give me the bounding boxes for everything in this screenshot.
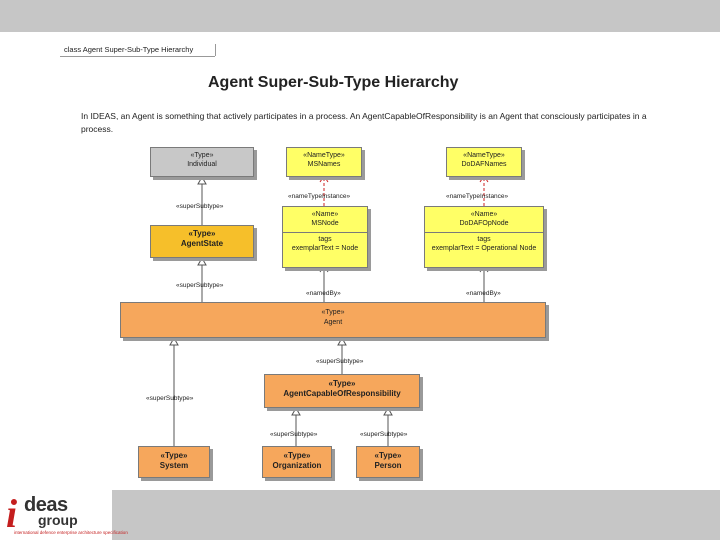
node-dodafnames[interactable]: «NameType» DoDAFNames [446, 147, 522, 177]
node-stereotype: «Type» [190, 152, 214, 159]
page-title: Agent Super-Sub-Type Hierarchy [208, 74, 459, 91]
node-name: Individual [187, 161, 217, 168]
node-stereotype: «Type» [283, 451, 311, 460]
node-name: Person [374, 461, 402, 470]
node-name: Organization [272, 461, 322, 470]
node-stereotype: «Type» [328, 379, 356, 388]
node-stereotype: «Type» [188, 229, 216, 238]
node-name: Agent [323, 319, 343, 326]
logo-tagline: international defence enterprise archite… [14, 530, 128, 535]
node-tags: tags exemplarText = Node [283, 232, 367, 253]
node-name: DoDAFOpNode [459, 220, 509, 227]
diagram-frame-label: class Agent Super-Sub-Type Hierarchy [64, 45, 194, 54]
node-agent[interactable]: «Type» Agent [120, 302, 546, 338]
node-msnames[interactable]: «NameType» MSNames [286, 147, 362, 177]
logo-i-mark: i [6, 491, 18, 536]
node-name: System [159, 461, 189, 470]
node-stereotype: «Type» [374, 451, 402, 460]
node-name: MSNames [307, 161, 341, 168]
label-nametypeinstance-msnode: «nameTypeInstance» [288, 193, 351, 200]
node-dodafopnode[interactable]: «Name» DoDAFOpNode tags exemplarText = O… [424, 206, 544, 268]
node-msnode[interactable]: «Name» MSNode tags exemplarText = Node [282, 206, 368, 268]
tags-label: tags [477, 236, 491, 243]
tags-value: exemplarText = Node [291, 245, 359, 252]
label-namedby-msnode: «namedBy» [306, 290, 341, 297]
node-name: AgentCapableOfResponsibility [283, 389, 401, 398]
node-individual[interactable]: «Type» Individual [150, 147, 254, 177]
node-system[interactable]: «Type» System [138, 446, 210, 478]
label-supersubtype-acor-agent: «superSubtype» [316, 358, 364, 365]
node-stereotype: «NameType» [303, 152, 345, 159]
label-supersubtype-agentstate-individual: «superSubtype» [176, 203, 224, 210]
node-tags: tags exemplarText = Operational Node [425, 232, 543, 253]
node-stereotype: «Name» [470, 211, 498, 218]
tags-label: tags [318, 236, 332, 243]
label-supersubtype-organization-acor: «superSubtype» [270, 431, 318, 438]
node-agent-capable-of-responsibility[interactable]: «Type» AgentCapableOfResponsibility [264, 374, 420, 408]
node-stereotype: «NameType» [463, 152, 505, 159]
logo [0, 490, 112, 540]
node-agentstate[interactable]: «Type» AgentState [150, 225, 254, 258]
label-nametypeinstance-dodafopnode: «nameTypeInstance» [446, 193, 509, 200]
node-stereotype: «Name» [311, 211, 339, 218]
node-stereotype: «Type» [321, 309, 345, 316]
logo-ideas-text: deas [24, 494, 68, 516]
diagram-frame-line [60, 56, 215, 57]
node-name: DoDAFNames [461, 161, 507, 168]
description-text: In IDEAS, an Agent is something that act… [81, 111, 647, 134]
diagram-frame-tick [215, 44, 216, 56]
node-name: AgentState [180, 239, 224, 248]
node-name: MSNode [311, 220, 339, 227]
label-supersubtype-person-acor: «superSubtype» [360, 431, 408, 438]
bottom-band [0, 490, 720, 540]
tags-value: exemplarText = Operational Node [431, 245, 537, 252]
node-person[interactable]: «Type» Person [356, 446, 420, 478]
logo-group-text: group [38, 512, 78, 528]
top-band [0, 0, 720, 32]
label-namedby-dodafopnode: «namedBy» [466, 290, 501, 297]
label-supersubtype-agent-agentstate: «superSubtype» [176, 282, 224, 289]
node-organization[interactable]: «Type» Organization [262, 446, 332, 478]
node-stereotype: «Type» [160, 451, 188, 460]
label-supersubtype-system-agent: «superSubtype» [146, 395, 194, 402]
